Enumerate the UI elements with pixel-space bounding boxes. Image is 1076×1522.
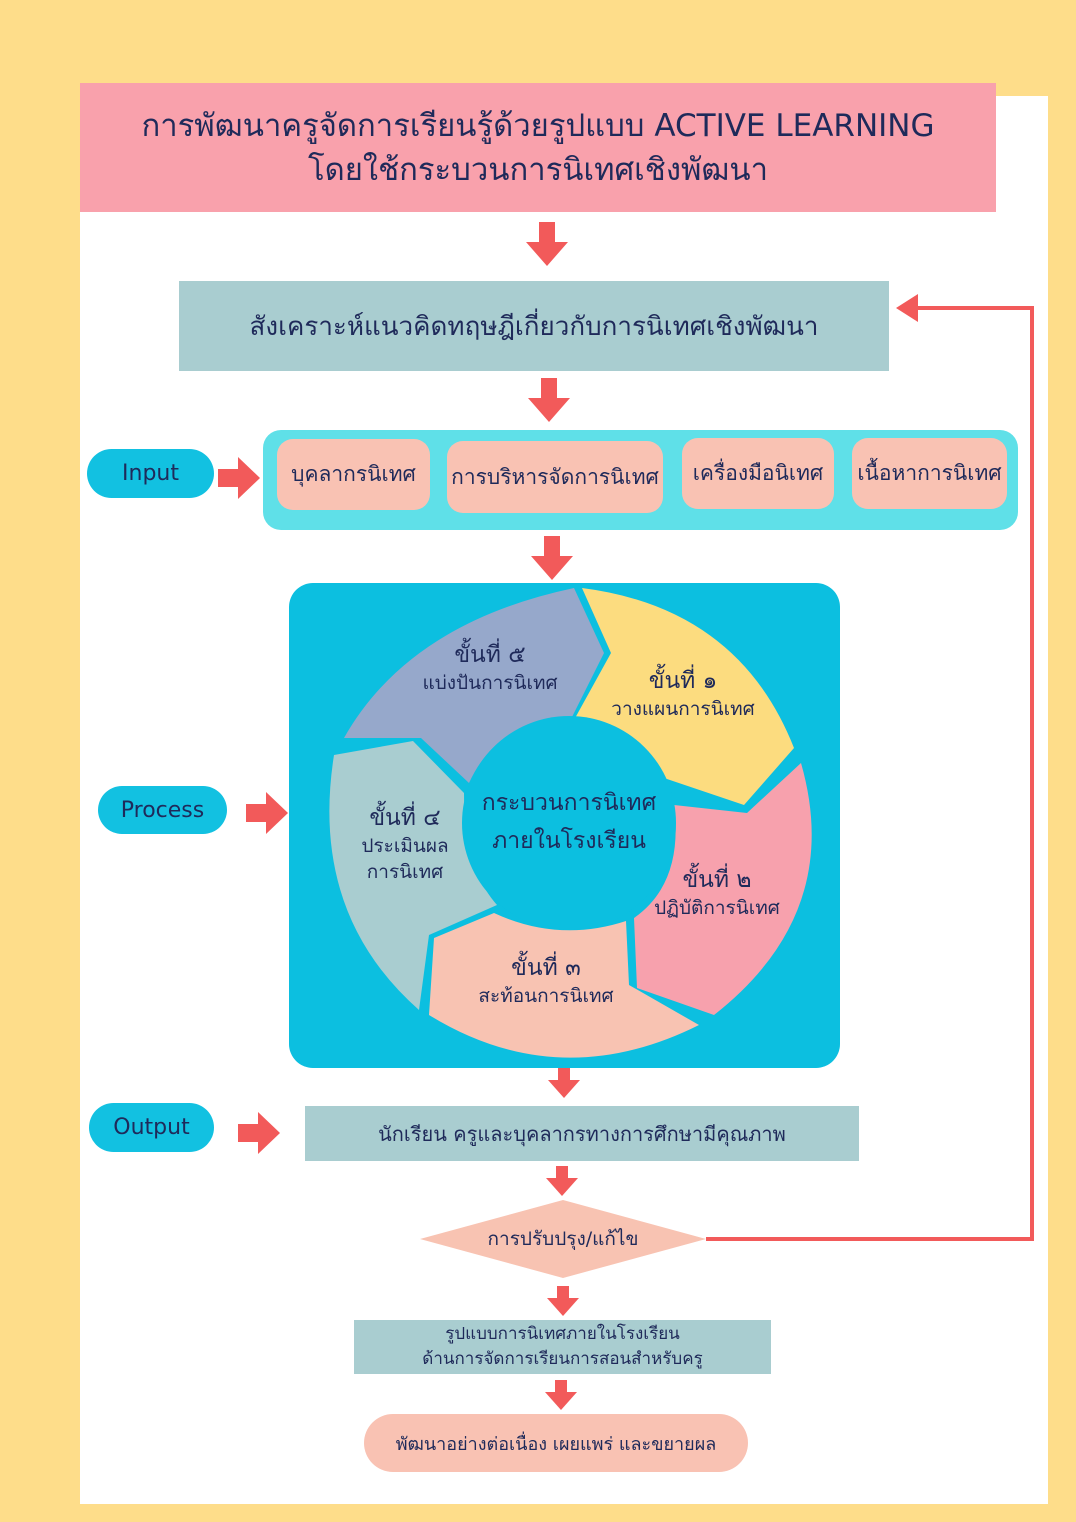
step-4-text: ขั้นที่ ๔ ประเมินผล การนิเทศ: [345, 790, 465, 898]
arrow-model-to-final: [545, 1380, 577, 1410]
synthesis-box: สังเคราะห์แนวคิดทฤษฎีเกี่ยวกับการนิเทศเช…: [179, 281, 889, 371]
step-3-subtitle: สะท้อนการนิเทศ: [478, 984, 614, 1007]
title-box: การพัฒนาครูจัดการเรียนรู้ด้วยรูปแบบ ACTI…: [80, 83, 996, 212]
step-4-subtitle-2: การนิเทศ: [366, 860, 444, 883]
process-pill: Process: [98, 786, 227, 834]
input-card-label: การบริหารจัดการนิเทศ: [451, 464, 659, 489]
final-pill: พัฒนาอย่างต่อเนื่อง เผยแพร่ และขยายผล: [364, 1414, 748, 1472]
step-5-text: ขั้นที่ ๕ แบ่งปันการนิเทศ: [400, 630, 580, 706]
title-line-2: โดยใช้กระบวนการนิเทศเชิงพัฒนา: [307, 151, 768, 188]
decision-label: การปรับปรุง/แก้ไข: [420, 1200, 706, 1278]
output-pill-label: Output: [113, 1115, 190, 1140]
input-card-management: การบริหารจัดการนิเทศ: [447, 441, 663, 513]
step-5-segment: [344, 588, 604, 783]
step-2-text: ขั้นที่ ๒ ปฏิบัติการนิเทศ: [634, 855, 800, 931]
input-card-label: เครื่องมือนิเทศ: [692, 461, 824, 485]
input-card-tools: เครื่องมือนิเทศ: [682, 438, 834, 509]
input-card-label: บุคลากรนิเทศ: [291, 462, 416, 486]
process-cycle: [329, 588, 812, 1058]
synthesis-label: สังเคราะห์แนวคิดทฤษฎีเกี่ยวกับการนิเทศเช…: [249, 311, 819, 342]
step-2-subtitle: ปฏิบัติการนิเทศ: [654, 896, 780, 919]
arrow-process-to-output: [548, 1068, 580, 1098]
step-1-segment: [574, 588, 794, 805]
core-label: กระบวนการนิเทศ ภายในโรงเรียน: [459, 779, 679, 865]
step-3-text: ขั้นที่ ๓ สะท้อนการนิเทศ: [454, 943, 638, 1019]
feedback-loop-arrowhead: [896, 294, 918, 322]
arrow-input-pill: [218, 457, 260, 499]
feedback-loop-line: [706, 306, 1034, 1241]
model-line-2: ด้านการจัดการเรียนการสอนสำหรับครู: [422, 1349, 703, 1369]
step-1-subtitle: วางแผนการนิเทศ: [611, 697, 755, 720]
step-3-segment: [429, 913, 699, 1058]
process-pill-label: Process: [120, 797, 205, 823]
step-2-segment: [634, 763, 812, 1015]
input-card-personnel: บุคลากรนิเทศ: [277, 439, 430, 510]
input-pill-label: Input: [122, 461, 179, 486]
final-label: พัฒนาอย่างต่อเนื่อง เผยแพร่ และขยายผล: [395, 1433, 717, 1455]
step-2-title: ขั้นที่ ๒: [682, 866, 752, 893]
core-label-line-2: ภายในโรงเรียน: [492, 828, 646, 854]
arrow-input-to-process: [531, 536, 573, 580]
output-label: นักเรียน ครูและบุคลากรทางการศึกษามีคุณภา…: [378, 1121, 786, 1146]
arrow-title-to-synthesis: [526, 222, 568, 266]
arrow-synthesis-to-input: [528, 378, 570, 422]
decision-text: การปรับปรุง/แก้ไข: [487, 1228, 639, 1250]
step-4-title: ขั้นที่ ๔: [369, 804, 441, 831]
step-4-segment: [329, 741, 497, 1010]
arrow-decision-to-model: [547, 1286, 579, 1316]
model-box: รูปแบบการนิเทศภายในโรงเรียน ด้านการจัดกา…: [354, 1320, 771, 1374]
decision-diamond: [420, 1200, 706, 1278]
input-card-content: เนื้อหาการนิเทศ: [852, 438, 1007, 509]
input-card-label: เนื้อหาการนิเทศ: [857, 461, 1002, 485]
step-5-subtitle: แบ่งปันการนิเทศ: [422, 671, 558, 694]
step-5-title: ขั้นที่ ๕: [454, 641, 526, 668]
core-circle: [462, 716, 676, 930]
arrow-output-pill: [238, 1112, 280, 1154]
input-pill: Input: [87, 449, 214, 498]
step-1-text: ขั้นที่ ๑ วางแผนการนิเทศ: [592, 656, 774, 732]
arrow-process-pill: [246, 792, 288, 834]
step-1-title: ขั้นที่ ๑: [648, 667, 718, 694]
core-label-line-1: กระบวนการนิเทศ: [481, 790, 657, 816]
step-4-subtitle: ประเมินผล: [361, 834, 449, 857]
title-line-1: การพัฒนาครูจัดการเรียนรู้ด้วยรูปแบบ ACTI…: [141, 107, 935, 144]
step-3-title: ขั้นที่ ๓: [511, 954, 581, 981]
model-line-1: รูปแบบการนิเทศภายในโรงเรียน: [445, 1324, 680, 1344]
output-box: นักเรียน ครูและบุคลากรทางการศึกษามีคุณภา…: [305, 1106, 859, 1161]
output-pill: Output: [89, 1103, 214, 1152]
arrow-output-to-decision: [546, 1166, 578, 1196]
